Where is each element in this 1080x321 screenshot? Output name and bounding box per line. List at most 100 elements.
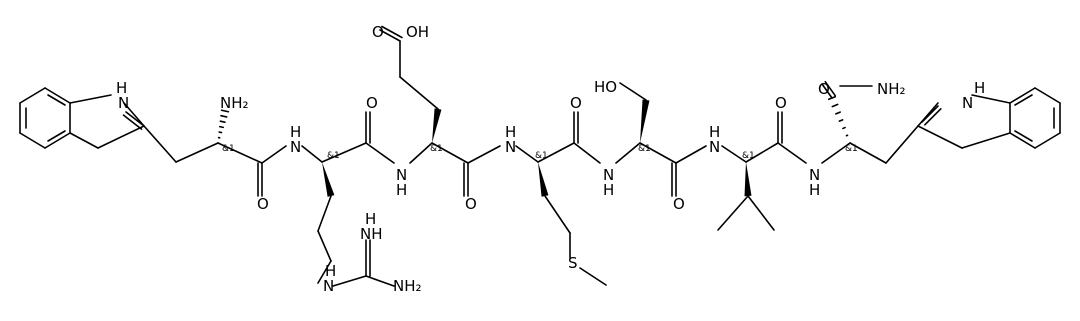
amide2-h-label: H [396,181,407,199]
amide5-bond [675,145,707,164]
indole2-nh-label: H [974,79,985,97]
guan-c-nh2 [365,275,395,287]
acid-oh-label: OH [406,23,429,41]
ser-carbonyl-o-label: O [673,195,685,213]
stereo-label-ser: &1 [638,144,651,154]
indole2-pyrrole-bond [971,94,1011,104]
amide1-n-label: N [290,138,301,156]
indole1-benzene-bond [44,132,71,149]
amide2-bond [365,142,395,164]
stereo-label-arg: &1 [327,151,340,161]
amide1-h-label: H [290,123,301,141]
carbonyl1-o-label: O [257,195,269,213]
met-side-wedge [538,162,549,197]
trp1-ca-bond [175,142,219,163]
met-carbonyl-o-label: O [570,94,582,112]
terminal-o-label: O [818,80,830,98]
indole2-pyrrole-double [921,105,939,123]
val-cb-cg2 [747,195,775,231]
val-ca-co [745,142,779,163]
indole2-pyrrole-bond [961,132,1011,149]
val-carbonyl-o-label: O [775,94,787,112]
ser-ho-label: HO [594,78,617,96]
trp2-carboxamide-hash [835,111,841,115]
indole1-benzene-inner [47,130,66,142]
stereo-label-trp2: &1 [845,144,858,154]
guan-amine-label: NH₂ [393,277,422,295]
indole1-pyrrole-bond [123,102,145,127]
amide2-n-label: N [396,166,407,184]
indole1-benzene-bond [19,87,46,104]
trp1-amine-hash [220,109,230,113]
stereo-label-trp1: &1 [222,144,235,154]
trp2-carboxamide-hash [842,126,846,130]
arg-cd-n [317,260,332,284]
indole1-n-label: N [118,94,129,112]
trp2-n-ca [821,142,851,164]
glu-carbonyl-o-label: O [465,195,477,213]
acid-o-label: O [372,23,384,41]
indole1-pyrrole-bond [69,94,112,104]
stereo-label-val: &1 [742,151,755,161]
stereo-label-met: &1 [535,151,548,161]
indole1-benzene-inner [47,94,66,106]
atom-label-layer: H N NH₂ H N O O H NH NH₂ H N N H OH O O … [116,23,985,295]
terminal-nh2-label: NH₂ [877,80,906,98]
amide4-bond [573,142,601,164]
indole2-benzene-inner [1014,130,1033,142]
indole2-benzene-bond [1009,87,1036,104]
terminal-carbonyl-double [821,83,833,99]
indole1-pyrrole-double [125,111,145,127]
indole1-nh-label: H [116,79,127,97]
indole2-pyrrole-bond [917,125,963,149]
amide1-bond [261,145,287,164]
amide3-h-label: H [505,123,516,141]
ser-side-wedge [640,99,650,143]
glu-side-wedge [432,108,442,143]
amide5-h-label: H [709,123,720,141]
trp1-co-bond [217,142,263,164]
ser-ca-co [639,142,677,164]
indole2-benzene-inner [1014,94,1033,106]
indole1-pyrrole-bond [69,132,99,149]
guan-nh-h-label: H [365,210,376,228]
bond-layer [19,25,1061,287]
arg-cb-cg [317,195,332,232]
acid-double [379,29,401,42]
glu-ca-co [431,142,469,164]
trp1-ch2-bond [143,125,177,163]
amide3-n-label: N [505,138,516,156]
trp2-ch2-c3 [885,125,919,164]
trp1-amine-label: NH₂ [220,94,249,112]
arg-carbonyl-o-label: O [366,94,378,112]
indole1-pyrrole-bond [97,125,145,149]
indole2-benzene-bond [1034,132,1061,149]
glu-n-ca [409,142,433,164]
val-cb-cg1 [717,195,749,231]
trp2-carboxamide-hash [831,103,839,108]
indole2-benzene-bond [1009,132,1036,149]
guan-c-n [332,275,367,287]
amide4-n-label: N [603,166,614,184]
glu-cb-cg [399,76,439,110]
met-n-ca [515,145,539,163]
arg-n-ca-bond [301,145,323,163]
met-s-label: S [568,254,578,272]
trp1-amine-hash [220,114,228,118]
amide6-n-label: N [809,166,820,184]
amide3-bond [467,145,501,164]
guan-nh-label: NH [360,225,383,243]
indole1-benzene-bond [44,87,71,104]
val-side-wedge [744,162,752,197]
met-ca-co [537,142,575,163]
amide6-h-label: H [809,181,820,199]
trp1-amine-hash [218,125,225,129]
guan-n-label: N [323,277,334,295]
stereo-label-layer: &1 &1 &1 &1 &1 &1 &1 [222,144,858,161]
arg-cg-cd [317,230,332,262]
ser-n-ca [615,142,641,164]
indole1-pyrrole-double [122,114,143,130]
stereo-label-glu: &1 [430,144,443,154]
ser-cb-o [619,82,647,101]
